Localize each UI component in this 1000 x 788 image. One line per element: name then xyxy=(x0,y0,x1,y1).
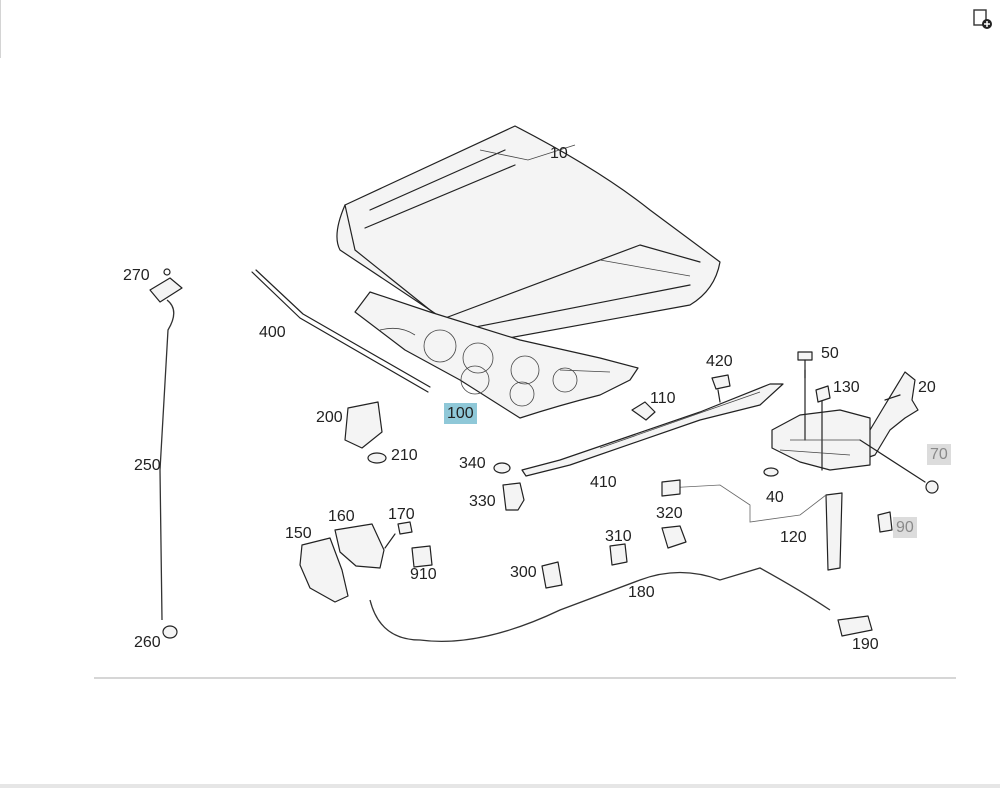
callout-70[interactable]: 70 xyxy=(927,444,951,465)
callout-labels: 10 20 40 50 70 90 100 110 120 130 150 160 170 180 190 2… xyxy=(123,145,951,653)
part-310[interactable] xyxy=(609,543,628,566)
callout-20[interactable]: 20 xyxy=(918,379,936,396)
callout-330[interactable]: 330 xyxy=(469,493,496,510)
callout-420[interactable]: 420 xyxy=(706,353,733,370)
callout-label: 330 xyxy=(469,493,496,510)
callout-label: 20 xyxy=(918,379,936,396)
callout-label: 210 xyxy=(391,447,418,464)
callout-180[interactable]: 180 xyxy=(628,584,655,601)
grommet-260[interactable] xyxy=(162,625,178,639)
callout-270[interactable]: 270 xyxy=(123,267,150,284)
callout-label: 150 xyxy=(285,525,312,542)
callout-label: 300 xyxy=(510,564,537,581)
callout-label: 120 xyxy=(780,529,807,546)
sensor-120[interactable] xyxy=(661,479,843,571)
callout-label: 170 xyxy=(388,506,415,523)
callout-300[interactable]: 300 xyxy=(510,564,537,581)
callout-label: 200 xyxy=(316,409,343,426)
latch-270[interactable] xyxy=(149,268,183,303)
callout-150[interactable]: 150 xyxy=(285,525,312,542)
callout-label: 70 xyxy=(930,446,948,463)
screw-170[interactable] xyxy=(384,521,413,549)
callout-90[interactable]: 90 xyxy=(893,517,917,538)
callout-label: 10 xyxy=(550,145,568,162)
add-to-document-icon xyxy=(973,9,992,29)
callout-highlight xyxy=(927,444,951,465)
callout-label: 260 xyxy=(134,634,161,651)
grommet-210[interactable] xyxy=(367,452,387,464)
callout-340[interactable]: 340 xyxy=(459,455,486,472)
seal-rail-part[interactable] xyxy=(521,383,784,477)
callout-160[interactable]: 160 xyxy=(328,508,355,525)
callout-label: 40 xyxy=(766,489,784,506)
callout-100[interactable]: 100 xyxy=(444,403,477,424)
callout-120[interactable]: 120 xyxy=(780,529,807,546)
callout-label: 130 xyxy=(833,379,860,396)
callout-50[interactable]: 50 xyxy=(821,345,839,362)
nut-130[interactable] xyxy=(815,385,831,403)
buffer-340[interactable] xyxy=(493,462,511,474)
bolt-50[interactable] xyxy=(797,351,813,379)
callout-170[interactable]: 170 xyxy=(388,506,415,523)
callout-label: 110 xyxy=(650,390,676,407)
bottom-toolbar-edge xyxy=(0,784,1000,788)
callout-10[interactable]: 10 xyxy=(550,145,568,162)
latch-mechanism-part[interactable] xyxy=(771,369,871,471)
part-300[interactable] xyxy=(541,561,563,589)
callout-label: 910 xyxy=(410,566,437,583)
callout-label: 160 xyxy=(328,508,355,525)
bracket-200[interactable] xyxy=(344,401,383,449)
handle-190[interactable] xyxy=(837,615,873,637)
callout-910[interactable]: 910 xyxy=(410,566,437,583)
callout-260[interactable]: 260 xyxy=(134,634,161,651)
panel-edge xyxy=(0,0,1,58)
callout-label: 320 xyxy=(656,505,683,522)
callout-highlight xyxy=(444,403,477,424)
add-to-document-button[interactable] xyxy=(968,6,994,32)
callout-label: 410 xyxy=(590,474,617,491)
callout-label: 270 xyxy=(123,267,150,284)
hood-part[interactable] xyxy=(336,125,721,346)
buffer-330[interactable] xyxy=(502,482,525,511)
callout-label: 310 xyxy=(605,528,632,545)
bumper-110[interactable] xyxy=(631,401,656,421)
callout-210[interactable]: 210 xyxy=(391,447,418,464)
callout-highlight xyxy=(893,517,917,538)
lock-bracket-160[interactable] xyxy=(334,523,385,569)
callout-310[interactable]: 310 xyxy=(605,528,632,545)
callout-40[interactable]: 40 xyxy=(766,489,784,506)
clip-420[interactable] xyxy=(711,374,731,403)
callout-label: 180 xyxy=(628,584,655,601)
hood-inner-panel-part[interactable] xyxy=(354,291,639,419)
callout-190[interactable]: 190 xyxy=(852,636,879,653)
callout-110[interactable]: 110 xyxy=(650,390,676,407)
seal-strip-part[interactable] xyxy=(251,269,431,393)
callout-label: 340 xyxy=(459,455,486,472)
callout-200[interactable]: 200 xyxy=(316,409,343,426)
callout-130[interactable]: 130 xyxy=(833,379,860,396)
rod-250[interactable] xyxy=(159,299,175,621)
part-910[interactable] xyxy=(411,545,433,568)
bracket-70[interactable] xyxy=(859,439,939,494)
callout-label: 90 xyxy=(896,519,914,536)
callout-label: 250 xyxy=(134,457,161,474)
callout-label: 50 xyxy=(821,345,839,362)
callout-320[interactable]: 320 xyxy=(656,505,683,522)
callout-400[interactable]: 400 xyxy=(259,324,286,341)
washer-40[interactable] xyxy=(763,467,779,477)
bracket-90[interactable] xyxy=(877,511,893,533)
callout-label: 190 xyxy=(852,636,879,653)
callout-label: 100 xyxy=(447,405,474,422)
callout-label: 400 xyxy=(259,324,286,341)
lock-150[interactable] xyxy=(299,537,349,603)
callout-250[interactable]: 250 xyxy=(134,457,161,474)
cable-180[interactable] xyxy=(369,567,831,643)
callout-label: 420 xyxy=(706,353,733,370)
part-320[interactable] xyxy=(661,525,687,549)
callout-410[interactable]: 410 xyxy=(590,474,617,491)
